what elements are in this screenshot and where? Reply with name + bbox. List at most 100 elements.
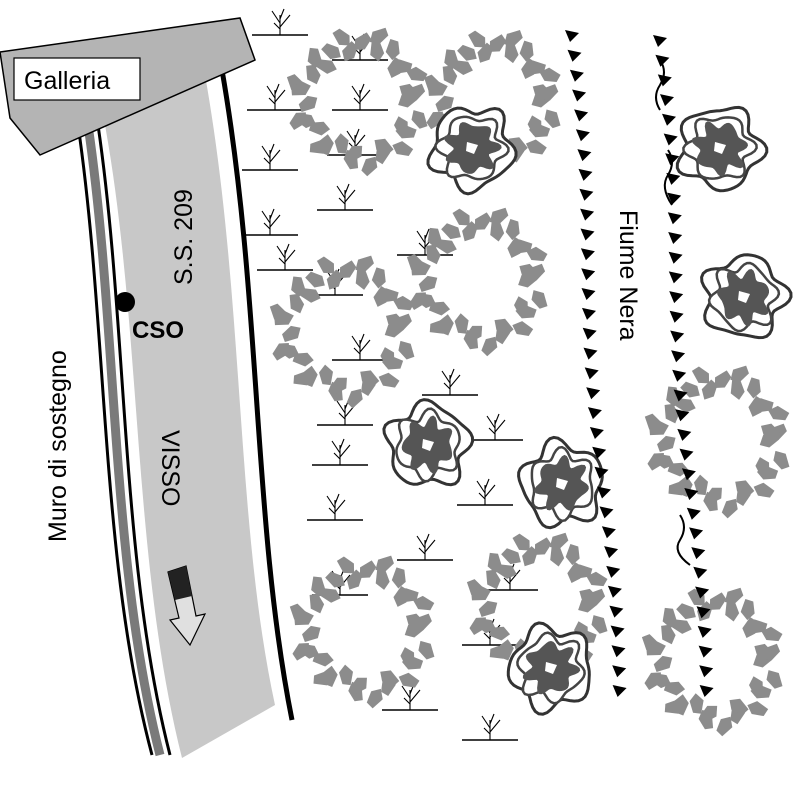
bank-marker bbox=[612, 665, 627, 678]
bank-marker bbox=[589, 427, 604, 439]
bank-marker bbox=[580, 228, 595, 241]
shrub-group bbox=[269, 27, 790, 737]
bank-marker bbox=[581, 288, 596, 300]
wall-outer-line bbox=[76, 124, 154, 756]
bank-marker bbox=[655, 54, 670, 67]
bank-squiggle bbox=[655, 59, 665, 111]
bank-marker bbox=[669, 310, 684, 323]
sprig-icon bbox=[251, 8, 309, 36]
retaining-wall-label: Muro di sostegno bbox=[44, 350, 72, 542]
bank-marker bbox=[604, 546, 619, 559]
sprig-icon bbox=[256, 243, 314, 271]
tree-icon bbox=[506, 621, 591, 716]
bank-marker bbox=[668, 271, 683, 284]
bank-marker bbox=[587, 407, 602, 420]
bank-marker bbox=[574, 109, 589, 122]
bank-marker bbox=[668, 251, 683, 264]
bank-marker bbox=[689, 527, 704, 540]
bank-marker bbox=[584, 367, 599, 380]
bank-marker bbox=[583, 347, 598, 360]
wall-inner-line bbox=[96, 124, 172, 756]
gallery-label-box bbox=[13, 57, 141, 101]
tree-icon bbox=[382, 398, 475, 487]
bank-marker bbox=[675, 409, 690, 422]
sprig-icon bbox=[466, 413, 524, 441]
station-marker bbox=[115, 292, 135, 312]
bank-marker bbox=[580, 248, 595, 261]
river-label: Fiume Nera bbox=[614, 210, 642, 341]
bank-marker bbox=[579, 188, 594, 201]
bank-marker bbox=[565, 30, 579, 42]
road-group: Galleria S.S. 209 Muro di sostegno CSO V… bbox=[0, 17, 295, 758]
bank-marker bbox=[679, 448, 694, 461]
shrub-icon bbox=[289, 555, 435, 709]
tree-icon bbox=[700, 253, 793, 340]
bank-marker bbox=[686, 507, 701, 520]
tree-icon bbox=[675, 105, 769, 193]
bank-marker bbox=[681, 468, 696, 481]
shrub-icon bbox=[406, 207, 548, 357]
bank-marker bbox=[698, 645, 713, 658]
bank-marker bbox=[609, 605, 624, 618]
road-right-edge bbox=[219, 69, 295, 721]
sprig-icon bbox=[316, 398, 374, 426]
bank-marker bbox=[610, 625, 625, 638]
bank-marker bbox=[577, 149, 592, 162]
bank-marker bbox=[567, 49, 582, 62]
bank-marker bbox=[594, 466, 609, 479]
bank-marker bbox=[607, 585, 622, 598]
town-label: VISSO bbox=[156, 430, 184, 506]
bank-marker bbox=[581, 268, 596, 281]
bank-marker bbox=[691, 547, 706, 560]
bank-marker bbox=[586, 387, 601, 400]
tree-icon bbox=[426, 106, 518, 196]
shrub-icon bbox=[644, 365, 790, 519]
shrub-icon bbox=[286, 27, 428, 177]
bank-marker bbox=[693, 566, 708, 579]
sprig-icon bbox=[421, 368, 479, 396]
bank-marker bbox=[699, 665, 714, 678]
bank-marker bbox=[657, 74, 672, 87]
bank-marker bbox=[667, 212, 682, 225]
bank-marker bbox=[660, 94, 674, 107]
bank-marker bbox=[669, 291, 684, 304]
bank-marker bbox=[597, 486, 611, 499]
shrub-icon bbox=[269, 255, 415, 409]
bank-marker bbox=[671, 350, 686, 363]
road-label: S.S. 209 bbox=[170, 189, 198, 285]
station-label: CSO bbox=[132, 317, 184, 344]
bank-marker bbox=[667, 192, 682, 205]
bank-marker bbox=[611, 645, 626, 658]
bank-marker bbox=[697, 625, 712, 638]
sprig-icon bbox=[316, 183, 374, 211]
sprig-icon bbox=[461, 713, 519, 741]
bank-marker bbox=[699, 685, 714, 697]
bank-marker bbox=[582, 327, 597, 340]
bank-marker bbox=[606, 565, 621, 578]
road-surface bbox=[105, 75, 275, 758]
bank-marker bbox=[653, 35, 667, 47]
bank-marker bbox=[592, 446, 607, 459]
bank-marker bbox=[673, 389, 688, 402]
bank-marker bbox=[599, 506, 614, 519]
bank-marker bbox=[601, 526, 616, 539]
sprig-icon bbox=[306, 493, 364, 521]
retaining-wall-band bbox=[83, 124, 165, 757]
bank-marker bbox=[672, 369, 687, 382]
bank-marker bbox=[572, 89, 587, 102]
bank-marker bbox=[668, 232, 683, 244]
bank-marker bbox=[670, 330, 685, 343]
bank-marker bbox=[569, 69, 584, 82]
bank-marker bbox=[612, 685, 627, 697]
tree-icon bbox=[517, 435, 604, 530]
sprig-icon bbox=[331, 83, 389, 111]
bank-squiggle bbox=[676, 514, 691, 566]
bank-marker bbox=[696, 606, 711, 619]
shrub-icon bbox=[641, 587, 783, 737]
bank-squiggle bbox=[663, 149, 673, 206]
bank-marker bbox=[578, 168, 593, 181]
bank-marker bbox=[662, 113, 676, 126]
bank-marker bbox=[695, 586, 710, 599]
bank-marker bbox=[666, 172, 681, 185]
